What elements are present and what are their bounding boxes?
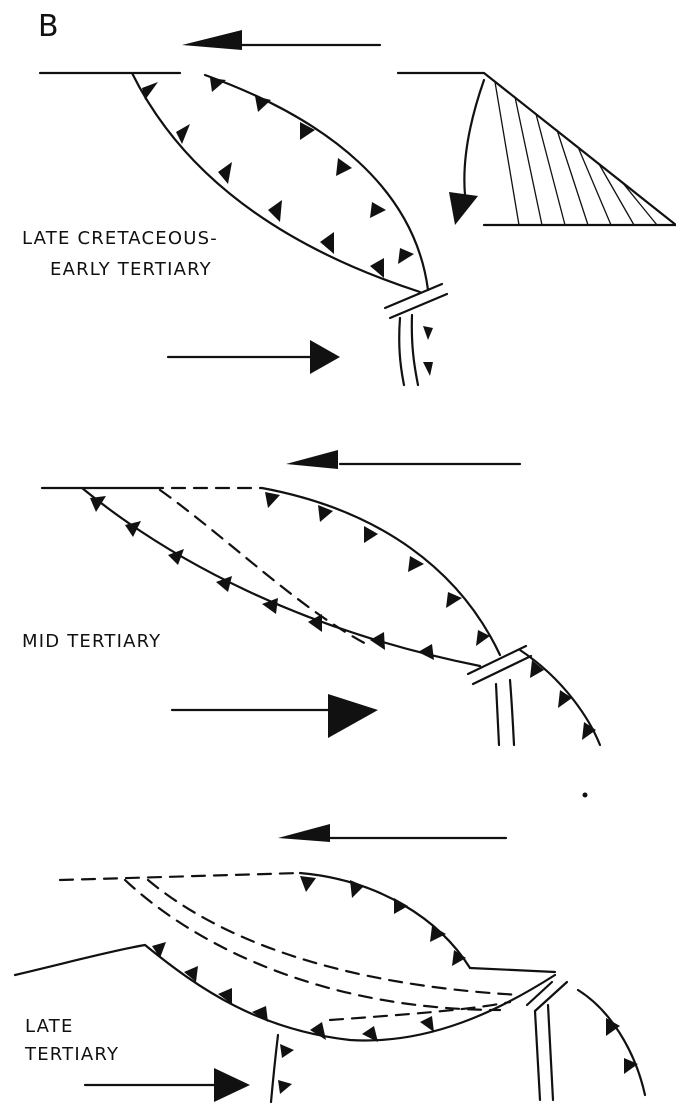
stage-1-thrust-upper <box>205 75 428 290</box>
stage-3-diagram <box>15 824 645 1102</box>
stage-2-thrust-upper <box>262 488 500 655</box>
stage-1-upper-arrow <box>182 30 380 50</box>
stage-3-thrust-lower <box>15 945 555 1040</box>
stage-1-hatched-wedge <box>495 82 657 225</box>
stage-2-dashed-thrust <box>160 490 370 646</box>
stage-1-lower-arrow <box>168 340 340 374</box>
stage-3-thrust-continuation <box>578 990 645 1095</box>
stage-2-diagram <box>42 450 600 745</box>
stage-1-diagram <box>40 30 676 385</box>
stage-2-thrust-lower <box>82 488 480 666</box>
stage-1-curved-arrow <box>449 80 484 225</box>
stage-2-lower-arrow <box>172 694 378 738</box>
stage-2-upper-arrow <box>286 450 520 469</box>
stray-mark <box>583 793 588 798</box>
stage-3-thrust-upper <box>300 873 470 968</box>
stage-3-lower-arrow <box>85 1068 250 1102</box>
stage-3-dashed-surface <box>60 873 300 880</box>
stage-3-upper-arrow <box>278 824 506 842</box>
